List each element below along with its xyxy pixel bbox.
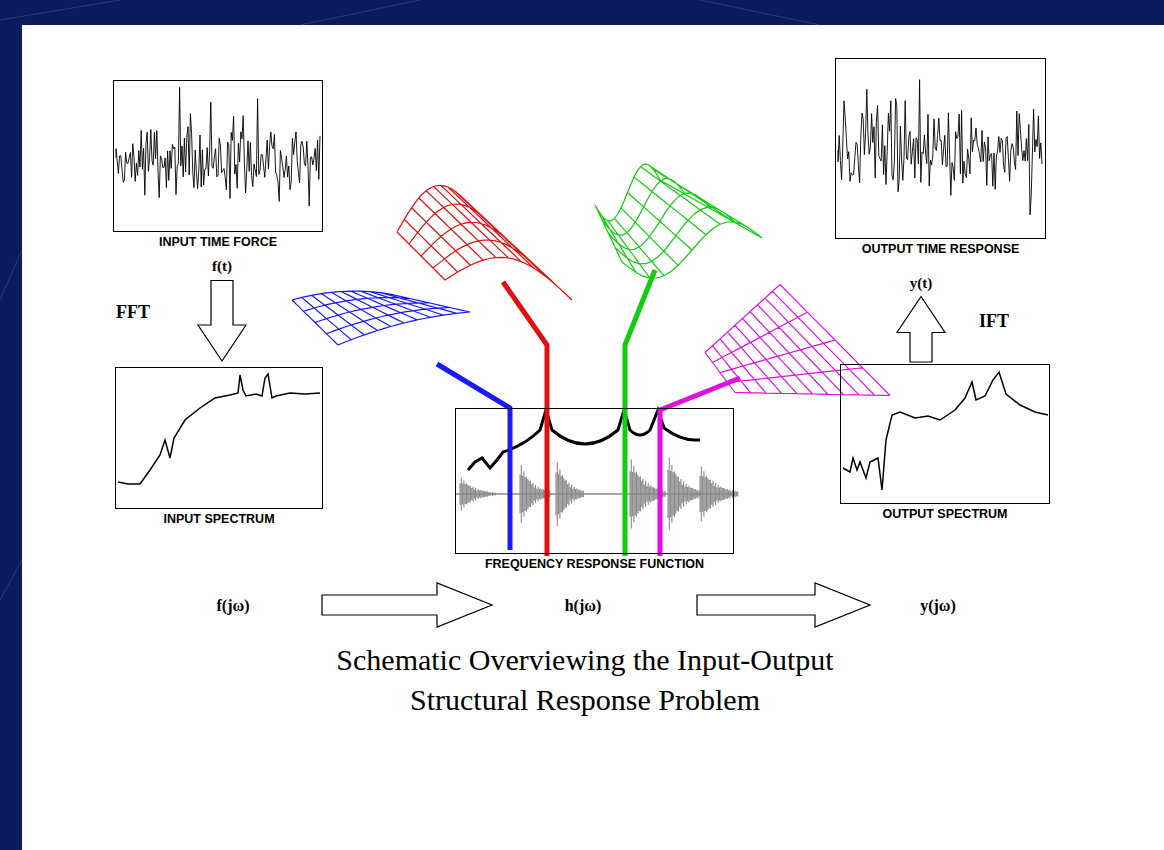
noise-trace [838,80,1042,215]
impulse-axis [455,493,735,495]
plot-box: OUTPUT SPECTRUM [840,364,1050,504]
time-signals [116,80,1042,215]
plot-box: FREQUENCY RESPONSE FUNCTION [455,408,734,554]
mode-grid [292,291,470,345]
slide-panel [22,25,1164,850]
mode-grid [397,185,572,300]
transform-arrow [198,281,246,362]
mode-grid [595,164,762,278]
plot-box: INPUT SPECTRUM [115,367,323,509]
plot-title: OUTPUT TIME RESPONSE [862,242,1020,256]
plot-title: INPUT SPECTRUM [163,512,274,526]
plot-title: INPUT TIME FORCE [159,235,277,249]
plot-box: OUTPUT TIME RESPONSE [835,58,1046,239]
signal-label: f(jω) [216,597,249,615]
transform-arrow [897,297,945,363]
mode-stems [437,270,740,556]
noise-trace [116,87,320,206]
signal-label: y(jω) [920,597,956,615]
mode-shapes [292,164,890,395]
signal-label: f(t) [212,258,232,275]
hollow-arrow [322,583,492,627]
plot-box: INPUT TIME FORCE [113,80,323,232]
output-spectrum-curve [843,372,1048,490]
input-spectrum-curve [118,374,320,484]
transform-label: FFT [116,302,150,323]
plot-title: OUTPUT SPECTRUM [883,507,1008,521]
hollow-arrow [697,583,870,627]
plot-title: FREQUENCY RESPONSE FUNCTION [485,557,704,571]
figure-caption: Schematic Overviewing the Input-Output S… [290,640,880,720]
transform-label: IFT [979,311,1009,332]
signal-label: h(jω) [565,597,602,615]
signal-label: y(t) [910,275,933,292]
frf-curve [468,410,700,470]
impulse-response [455,458,738,530]
